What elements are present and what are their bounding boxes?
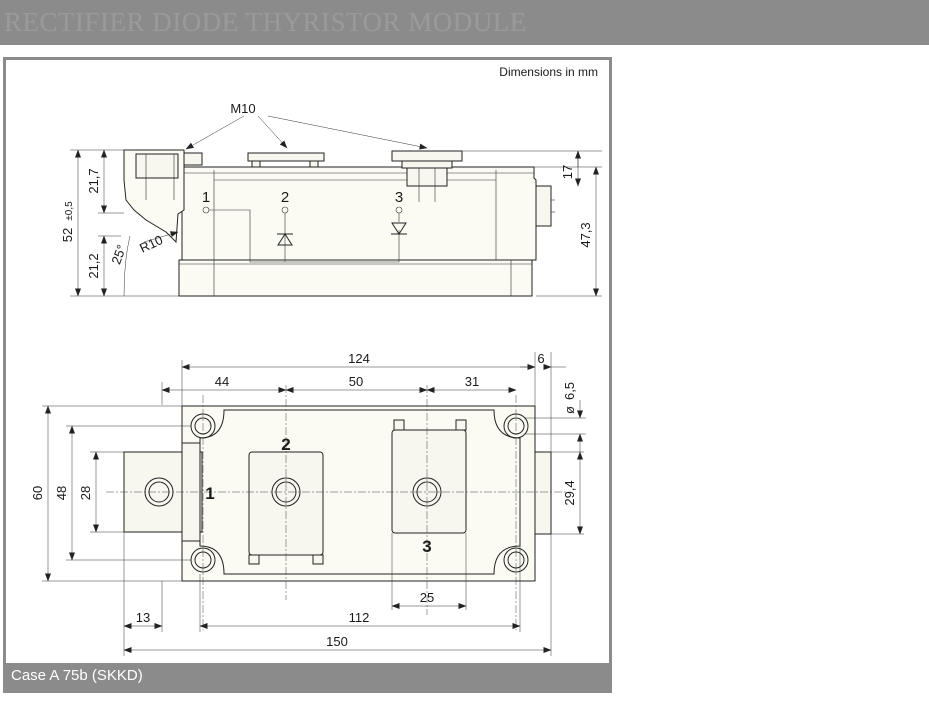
side-view: 1 2 3 M10 21,7 52 ±0,5 21,2 25° R10 [60,101,602,297]
dim-112: 112 [349,610,370,625]
dim-6-5: 6,5 [562,382,577,400]
thread-label: M10 [230,101,255,116]
figure-frame: Dimensions in mm [3,57,612,693]
side-housing [181,166,537,261]
dim-r10: R10 [137,232,165,256]
dim-52-tolerance: ±0,5 [64,201,75,221]
dim-17: 17 [560,165,575,179]
dim-50: 50 [349,374,363,389]
top-right-terminal [391,429,467,534]
top-terminal-3-label: 3 [422,537,431,556]
page-header: RECTIFIER DIODE THYRISTOR MODULE [0,0,929,46]
dim-6: 6 [537,351,544,366]
page-title: RECTIFIER DIODE THYRISTOR MODULE [4,7,527,37]
top-terminal-2-label: 2 [281,435,290,454]
dim-28: 28 [78,486,93,500]
dim-21-7: 21,7 [86,168,101,193]
dim-60: 60 [30,486,45,500]
dim-47-3: 47,3 [578,222,593,247]
dim-124: 124 [348,351,370,366]
dim-25: 25 [420,590,434,605]
dim-25-degrees: 25° [108,243,129,267]
dim-21-2: 21,2 [86,253,101,278]
top-view: 1 2 3 124 6 44 50 31 ø 6,5 [30,351,586,656]
dim-44: 44 [215,374,229,389]
side-aux-connector [535,185,552,227]
dim-29-4: 29,4 [562,480,577,505]
top-aux-connector [534,451,552,535]
side-terminal-2-label: 2 [281,189,289,206]
side-terminal-3-label: 3 [395,189,403,206]
units-note: Dimensions in mm [499,65,598,79]
dim-phi-symbol: ø [562,406,577,414]
dim-150: 150 [326,634,348,649]
side-middle-nut [247,152,325,162]
side-terminal-1-label: 1 [202,189,210,206]
figure-caption: Case A 75b (SKKD) [11,667,143,684]
side-right-nut [391,150,463,162]
dim-52: 52 [60,228,75,242]
caption-bar: Case A 75b (SKKD) [6,663,609,690]
technical-drawing: Dimensions in mm [30,65,602,656]
top-terminal-1-label: 1 [205,484,214,503]
dim-48: 48 [54,486,69,500]
dim-13: 13 [136,610,150,625]
side-base-plate [178,259,533,297]
dim-31: 31 [465,374,479,389]
